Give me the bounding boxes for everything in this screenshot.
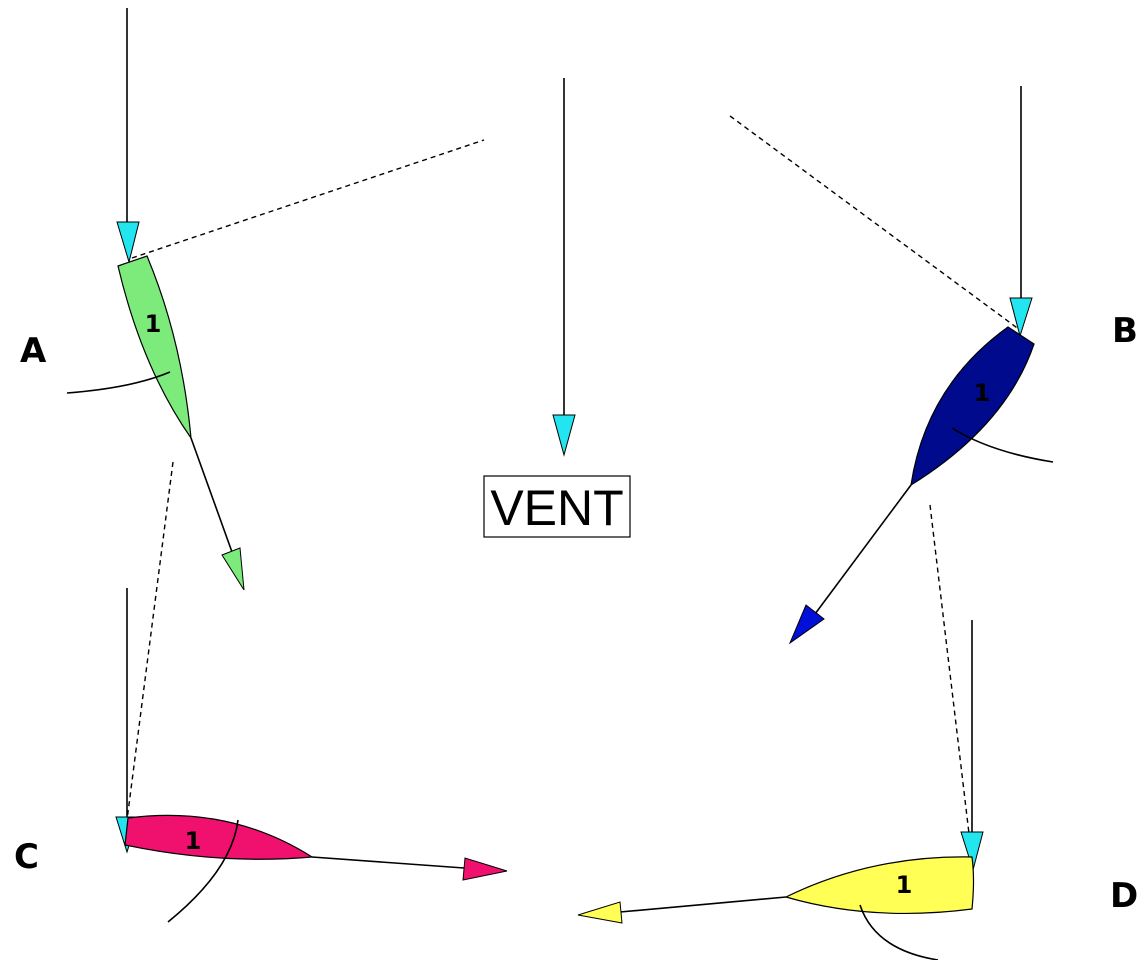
boat-b: 1 B — [788, 86, 1138, 645]
course-arrow-a-shaft — [190, 437, 233, 553]
boat-b-label: B — [1112, 311, 1138, 351]
boat-a-number: 1 — [145, 310, 162, 338]
dashed-line-b-top — [729, 115, 1021, 331]
hull-c — [124, 814, 314, 860]
hull-b — [910, 326, 1035, 487]
dashed-line-b-d — [929, 504, 971, 843]
boat-d-number: 1 — [896, 871, 913, 899]
hull-a — [117, 255, 192, 441]
boat-c-number: 1 — [185, 827, 202, 855]
wind-indicator: VENT — [483, 78, 631, 538]
wind-arrow-a-head — [116, 221, 140, 264]
boat-a: 1 A — [20, 8, 245, 591]
vent-label-box — [483, 475, 631, 538]
boat-b-number: 1 — [974, 379, 991, 407]
sail-line-d — [859, 904, 939, 960]
course-arrow-c-shaft — [311, 856, 465, 869]
course-arrow-a-head — [221, 547, 245, 591]
boat-c: 1 C — [14, 588, 508, 923]
boat-d: 1 D — [577, 620, 1138, 960]
boat-d-label: D — [1110, 876, 1138, 916]
dashed-line-a-c — [126, 461, 174, 821]
wind-arrow-b-head — [1009, 297, 1033, 338]
dashed-line-a-top — [131, 139, 485, 259]
wind-arrow-d-head — [960, 831, 984, 872]
course-arrow-d-shaft — [619, 896, 787, 913]
boat-c-label: C — [14, 837, 39, 877]
course-arrow-b-shaft — [814, 484, 912, 615]
dashed-connectors — [126, 115, 1021, 843]
course-arrow-d-head — [577, 901, 623, 924]
sail-line-a — [66, 371, 171, 394]
sail-line-c — [167, 819, 239, 923]
vent-label: VENT — [490, 480, 623, 536]
course-arrow-b-head — [788, 604, 825, 645]
hull-d — [784, 856, 975, 915]
sail-line-b — [951, 427, 1054, 463]
boat-a-label: A — [20, 331, 47, 371]
course-arrow-c-head — [462, 857, 508, 881]
wind-arrow-head — [552, 414, 576, 457]
